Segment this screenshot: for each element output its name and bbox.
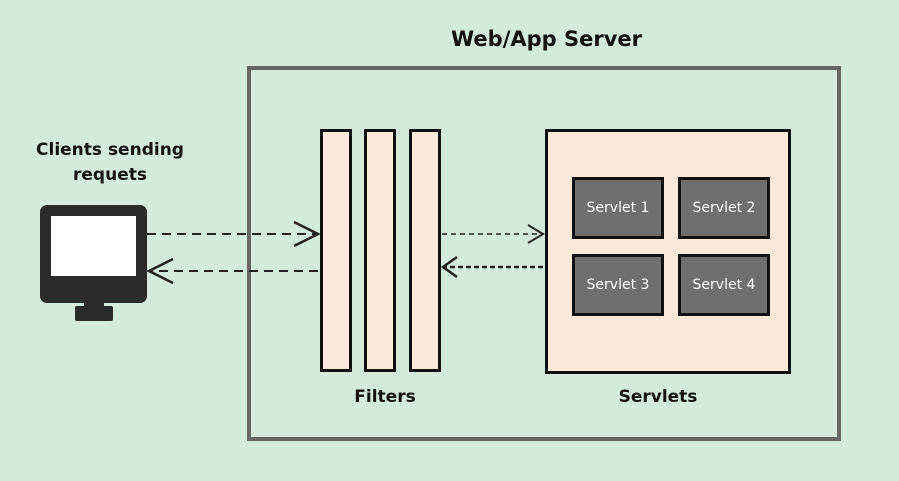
request-arrow-to-filters xyxy=(147,220,321,248)
response-arrow-to-filters xyxy=(440,255,543,279)
client-label: Clients sending requets xyxy=(10,138,210,188)
servlet-2: Servlet 2 xyxy=(678,177,770,239)
filter-1 xyxy=(320,129,352,372)
servlet-3-label: Servlet 3 xyxy=(586,277,650,293)
filter-2 xyxy=(364,129,396,372)
server-title: Web/App Server xyxy=(451,27,642,51)
client-label-line1: Clients sending xyxy=(36,140,184,160)
servlet-1: Servlet 1 xyxy=(572,177,664,239)
monitor-icon xyxy=(40,205,147,321)
filter-3 xyxy=(409,129,441,372)
request-arrow-to-servlets xyxy=(442,224,545,244)
servlets-label: Servlets xyxy=(618,387,698,407)
servlet-1-label: Servlet 1 xyxy=(586,200,650,216)
servlet-4-label: Servlet 4 xyxy=(692,277,756,293)
servlet-3: Servlet 3 xyxy=(572,254,664,316)
client-label-line2: requets xyxy=(73,165,147,185)
web-app-server-box xyxy=(247,66,841,441)
servlet-2-label: Servlet 2 xyxy=(692,200,756,216)
servlet-4: Servlet 4 xyxy=(678,254,770,316)
filters-label: Filters xyxy=(354,387,416,407)
response-arrow-to-client xyxy=(146,257,318,285)
servlets-container xyxy=(545,129,791,374)
